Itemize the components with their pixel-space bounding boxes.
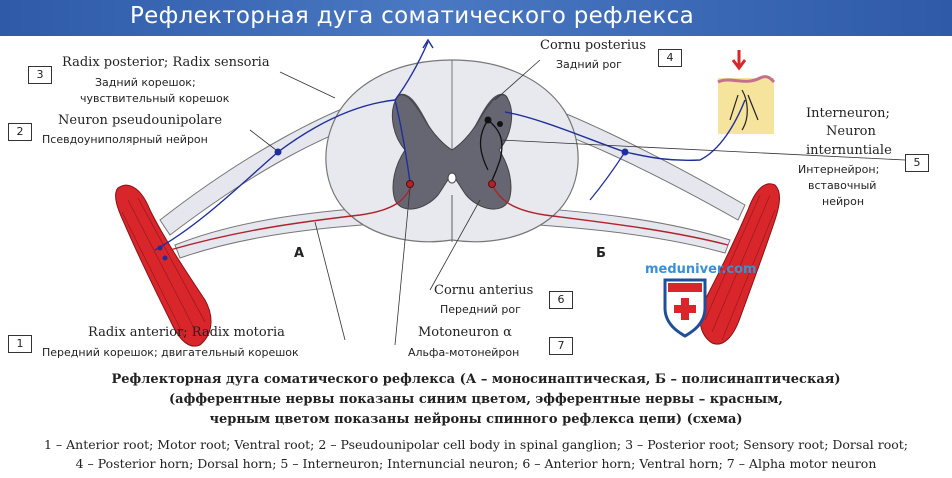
label-4-latin: Cornu posterius bbox=[540, 38, 647, 53]
pseudounipolar-neuron-body-right bbox=[621, 148, 629, 156]
label-5-russian-3: нейрон bbox=[822, 195, 865, 208]
right-anterior-root bbox=[494, 204, 731, 254]
ascending-arrow bbox=[422, 38, 434, 49]
label-7-number: 7 bbox=[549, 337, 573, 355]
label-3-russian-1: Задний корешок; bbox=[95, 76, 196, 89]
label-7-latin: Motoneuron α bbox=[418, 325, 512, 340]
central-canal bbox=[447, 172, 457, 184]
caption-line-3: черным цветом показаны нейроны спинного … bbox=[209, 412, 743, 427]
motoneuron-right bbox=[488, 180, 496, 188]
muscle-spindle-receptor bbox=[157, 245, 163, 251]
watermark: meduniver.com bbox=[645, 262, 757, 277]
caption-line-2: (афферентные нервы показаны синим цветом… bbox=[169, 392, 783, 407]
label-5-number: 5 bbox=[905, 154, 929, 172]
label-5-russian-1: Интернейрон; bbox=[798, 163, 880, 176]
afferent-path-left bbox=[154, 99, 411, 251]
leader-3 bbox=[279, 71, 336, 99]
interneuron-body-2 bbox=[497, 121, 503, 127]
label-4-russian: Задний рог bbox=[556, 58, 622, 71]
label-1-number: 1 bbox=[8, 335, 32, 353]
label-2-latin: Neuron pseudounipolare bbox=[58, 113, 223, 128]
caption-line-1: Рефлекторная дуга соматического рефлекса… bbox=[111, 372, 841, 387]
label-2-russian: Псевдоуниполярный нейрон bbox=[42, 133, 208, 146]
leader-4 bbox=[494, 59, 541, 101]
label-5-russian-2: вставочный bbox=[808, 179, 877, 192]
left-anterior-root bbox=[174, 204, 406, 259]
gray-matter-body bbox=[391, 94, 513, 210]
left-muscle bbox=[115, 184, 212, 347]
label-2-number: 2 bbox=[8, 123, 32, 141]
label-5-latin-2: Neuron bbox=[826, 124, 876, 139]
label-4-number: 4 bbox=[658, 49, 682, 67]
label-5-latin-1: Interneuron; bbox=[806, 106, 890, 121]
side-label-left: А bbox=[294, 246, 305, 261]
skin-epidermis bbox=[717, 75, 776, 84]
skin-hair bbox=[729, 89, 759, 131]
efferent-path-left bbox=[169, 184, 413, 251]
leader-5 bbox=[499, 139, 906, 161]
afferent-ascending-tract bbox=[394, 41, 429, 101]
label-1-latin: Radix anterior; Radix motoria bbox=[88, 325, 285, 340]
leader-2 bbox=[249, 129, 277, 151]
stimulus-arrow bbox=[731, 50, 747, 71]
label-7-russian: Альфа-мотонейрон bbox=[408, 346, 520, 359]
leader-1 bbox=[314, 221, 346, 341]
left-muscle-striations bbox=[121, 197, 206, 339]
banner-title: Рефлекторная дуга соматического рефлекса bbox=[130, 3, 694, 29]
label-5-latin-3: internuntiale bbox=[806, 143, 892, 158]
label-6-latin: Cornu anterius bbox=[434, 283, 534, 298]
legend-line-2: 4 – Posterior horn; Dorsal horn; 5 – Int… bbox=[75, 456, 877, 471]
label-6-russian: Передний рог bbox=[440, 303, 521, 316]
skin-patch bbox=[718, 78, 774, 134]
side-label-right: Б bbox=[596, 246, 606, 261]
right-muscle-striations bbox=[704, 194, 776, 341]
label-3-latin: Radix posterior; Radix sensoria bbox=[62, 55, 270, 70]
pseudounipolar-neuron-body bbox=[274, 148, 282, 156]
afferent-branch-right bbox=[589, 151, 626, 201]
label-1-russian: Передний корешок; двигательный корешок bbox=[42, 346, 299, 359]
label-3-number: 3 bbox=[28, 66, 52, 84]
leader-6 bbox=[429, 199, 481, 291]
interneuron-body bbox=[484, 116, 492, 124]
efferent-path-right bbox=[491, 184, 729, 246]
right-muscle bbox=[699, 183, 780, 345]
medical-shield-logo bbox=[663, 278, 707, 338]
leader-7 bbox=[394, 187, 411, 346]
muscle-spindle-receptor-2 bbox=[162, 255, 168, 261]
legend-line-1: 1 – Anterior root; Motor root; Ventral r… bbox=[43, 437, 909, 452]
label-3-russian-2: чувствительный корешок bbox=[80, 92, 230, 105]
title-banner: Рефлекторная дуга соматического рефлекса bbox=[0, 0, 952, 36]
afferent-path-right bbox=[504, 99, 746, 162]
label-6-number: 6 bbox=[549, 291, 573, 309]
motoneuron-left bbox=[406, 180, 414, 188]
